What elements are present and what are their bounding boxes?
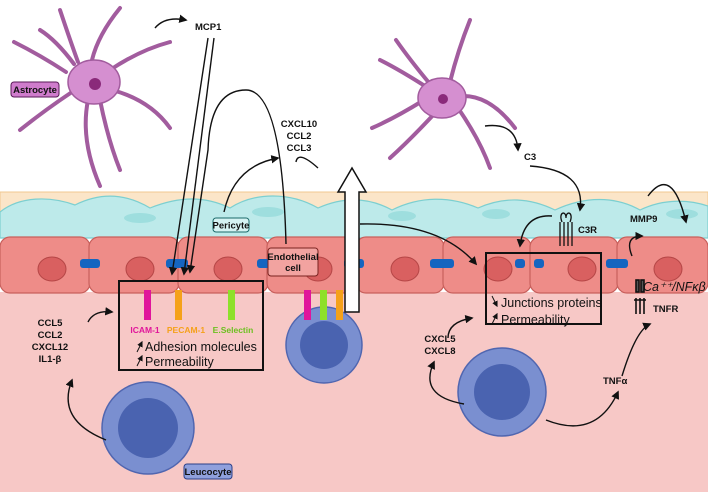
mmp9-label: MMP9: [630, 214, 657, 225]
c3r-receptor-icon: [559, 212, 573, 246]
pericyte-nucleus: [124, 213, 156, 223]
arrow-mmp9-loop: [647, 184, 689, 224]
junctions-label: Junctions proteins: [501, 296, 602, 310]
il1b-label: IL1-β: [39, 354, 62, 365]
permeability-right-label: Permeability: [501, 313, 571, 327]
pericyte-nucleus: [388, 211, 416, 221]
cxcl12-label: CXCL12: [32, 342, 68, 353]
tnfr-receptor-icon: [634, 279, 646, 314]
junctions-box: [485, 252, 602, 325]
up-arrow-icon: [136, 354, 143, 367]
astrocyte-left: [12, 6, 172, 188]
arrow-leuco-left: [65, 378, 107, 441]
up-arrow-icon: [491, 312, 498, 325]
arrow-leuco-cxcl: [427, 360, 465, 405]
pericyte-nucleus: [482, 209, 510, 219]
astrocyte-label-box: [10, 81, 60, 98]
leucocyte-right: [457, 347, 547, 437]
tnfa-label: TNFα: [603, 376, 627, 387]
arrow-cxcl-junctions: [447, 314, 474, 339]
cxcl10-label: CXCL10: [281, 119, 317, 130]
pecam-bar-mid: [336, 290, 343, 320]
pericyte-nucleus: [252, 207, 284, 217]
arrow-mcp1-down-2: [180, 37, 215, 276]
arrow-c3r-junction: [516, 215, 553, 248]
adhesion-label: Adhesion molecules: [145, 340, 257, 354]
endothelial-label-box: [267, 247, 319, 277]
eselectin-bar: [228, 290, 235, 320]
c3-label: C3: [524, 152, 536, 163]
leucocyte-left: [101, 381, 195, 475]
pecam-bar: [175, 290, 182, 320]
cxcl5-label: CXCL5: [424, 334, 456, 345]
astrocyte-right: [370, 18, 517, 170]
arrow-c3-c3r: [529, 165, 586, 212]
up-arrow-icon: [136, 340, 143, 353]
ccl2-top-label: CCL2: [287, 131, 312, 142]
ccl2-left-label: CCL2: [38, 330, 63, 341]
ccl5-label: CCL5: [38, 318, 64, 329]
cxcl8-label: CXCL8: [424, 346, 455, 357]
pericyte-label: Pericyte: [213, 221, 250, 232]
arrow-curve: [295, 156, 319, 169]
mcp1-label: MCP1: [195, 22, 222, 33]
arrow-leuco-tnfa: [545, 390, 620, 427]
arrow-pericyte-cxcl: [223, 155, 280, 213]
arrow-to-junctions: [359, 223, 478, 266]
arrow-mcp1-down-1: [168, 37, 209, 276]
arrow-astro-mcp1: [154, 14, 188, 29]
arrow-to-adhesion: [87, 307, 114, 323]
arrow-astro-c3: [484, 124, 522, 152]
c3r-label: C3R: [578, 225, 597, 236]
eselectin-bar-mid: [320, 290, 327, 320]
permeability-left-label: Permeability: [145, 355, 215, 369]
down-arrow-icon: [491, 295, 498, 308]
icam-bar: [144, 290, 151, 320]
endothelial-label-2: cell: [285, 263, 301, 274]
astrocyte-label: Astrocyte: [13, 85, 57, 96]
tnfr-label: TNFR: [653, 304, 678, 315]
leucocyte-mid: [285, 306, 363, 384]
icam-bar-mid: [304, 290, 311, 320]
leucocyte-label-box: [183, 463, 233, 480]
ccl3-label: CCL3: [287, 143, 312, 154]
endothelial-label-1: Endothelial: [267, 252, 318, 263]
leucocyte-label: Leucocyte: [185, 467, 232, 478]
adhesion-box: [118, 280, 264, 371]
arrow-to-mmp9: [628, 231, 644, 257]
transmigration-arrow-icon: [336, 166, 368, 313]
pericyte-nucleus: [666, 209, 698, 219]
pericyte-label-box: [212, 217, 250, 233]
icam-label: ICAM-1: [130, 325, 160, 335]
arrow-endo-loop: [186, 89, 287, 274]
ca-nfkb-label: Ca⁺⁺/NFκβ: [643, 280, 706, 294]
eselectin-label: E.Selectin: [213, 325, 254, 335]
arrow-tnfa-tnfr: [621, 322, 652, 377]
pecam-label: PECAM-1: [167, 325, 206, 335]
